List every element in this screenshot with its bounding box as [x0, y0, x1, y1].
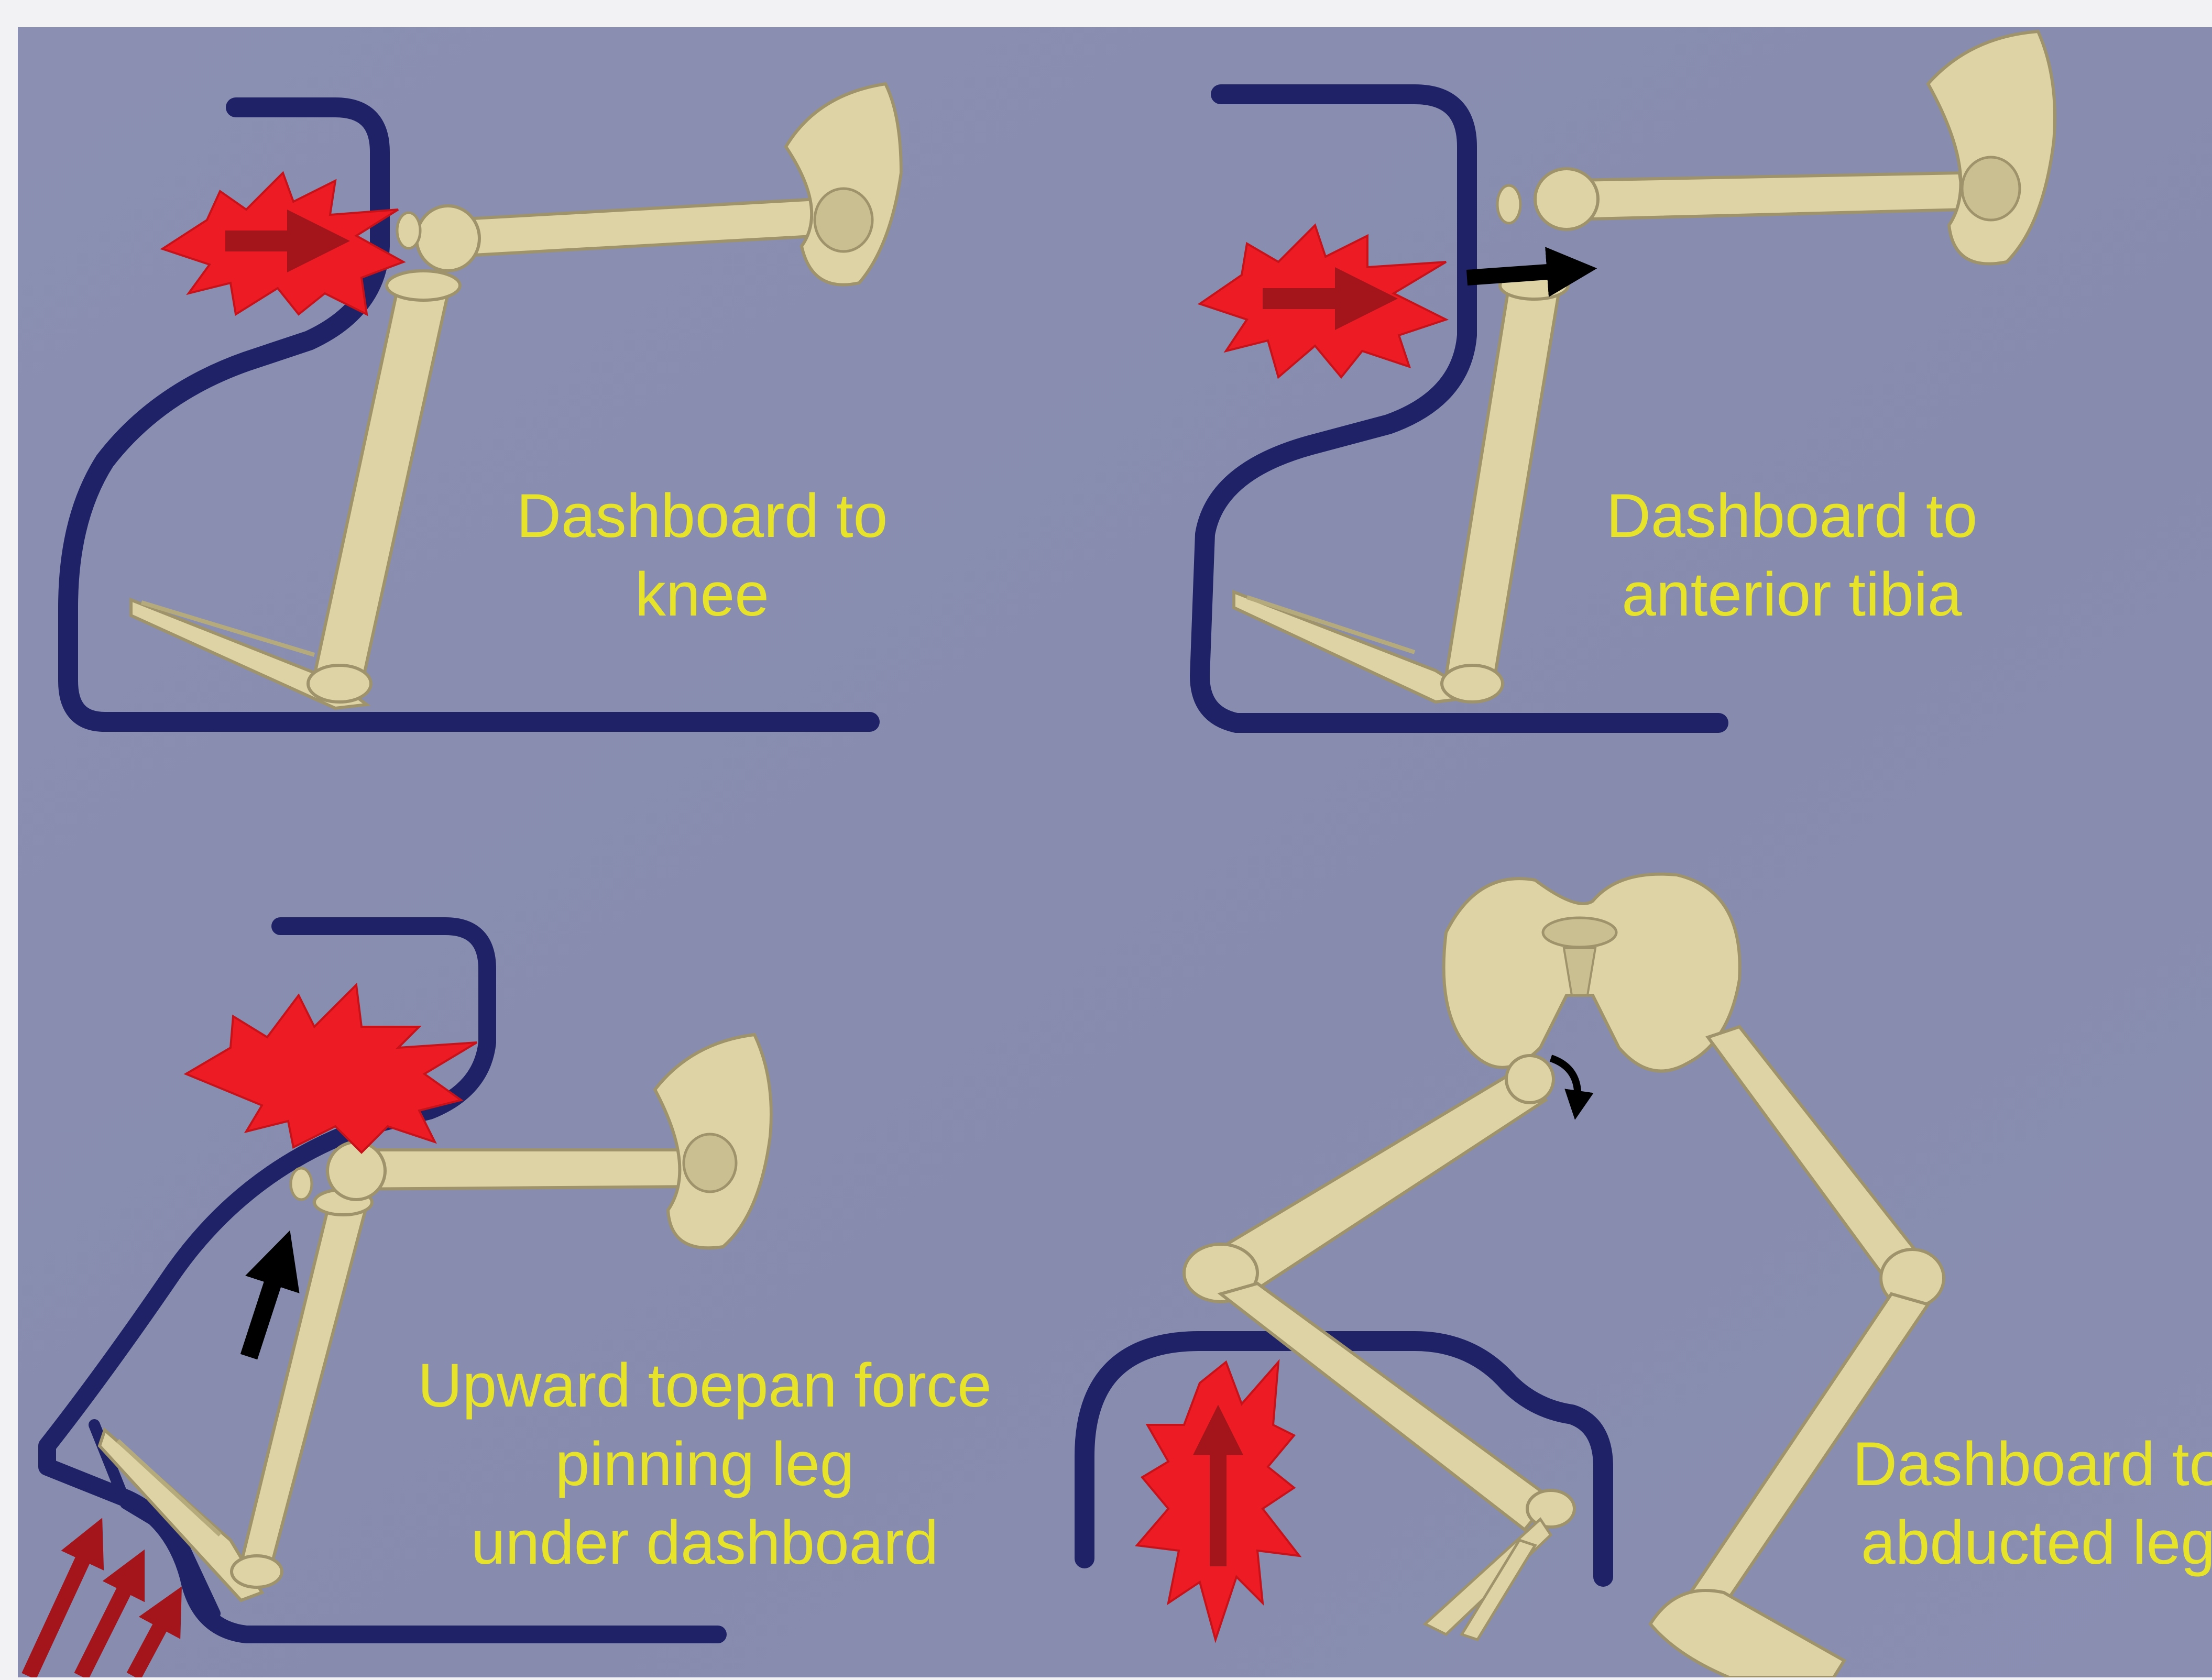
- label-upward-toepan-force: Upward toepan force pinning leg under da…: [382, 1346, 1027, 1582]
- label-line: Dashboard to: [1582, 477, 2001, 555]
- label-line: under dashboard: [382, 1503, 1027, 1582]
- displacement-arrow-icon: [1467, 270, 1577, 278]
- label-line: Dashboard to: [492, 477, 912, 555]
- label-line: knee: [492, 555, 912, 634]
- label-line: anterior tibia: [1582, 555, 2001, 634]
- label-dashboard-to-anterior-tibia: Dashboard to anterior tibia: [1582, 477, 2001, 634]
- label-dashboard-to-abducted-leg: Dashboard to abducted leg: [1802, 1425, 2212, 1582]
- label-line: abducted leg: [1802, 1503, 2212, 1582]
- label-line: Dashboard to: [1802, 1425, 2212, 1503]
- label-line: Upward toepan force: [382, 1346, 1027, 1425]
- label-dashboard-to-knee: Dashboard to knee: [492, 477, 912, 634]
- label-line: pinning leg: [382, 1425, 1027, 1503]
